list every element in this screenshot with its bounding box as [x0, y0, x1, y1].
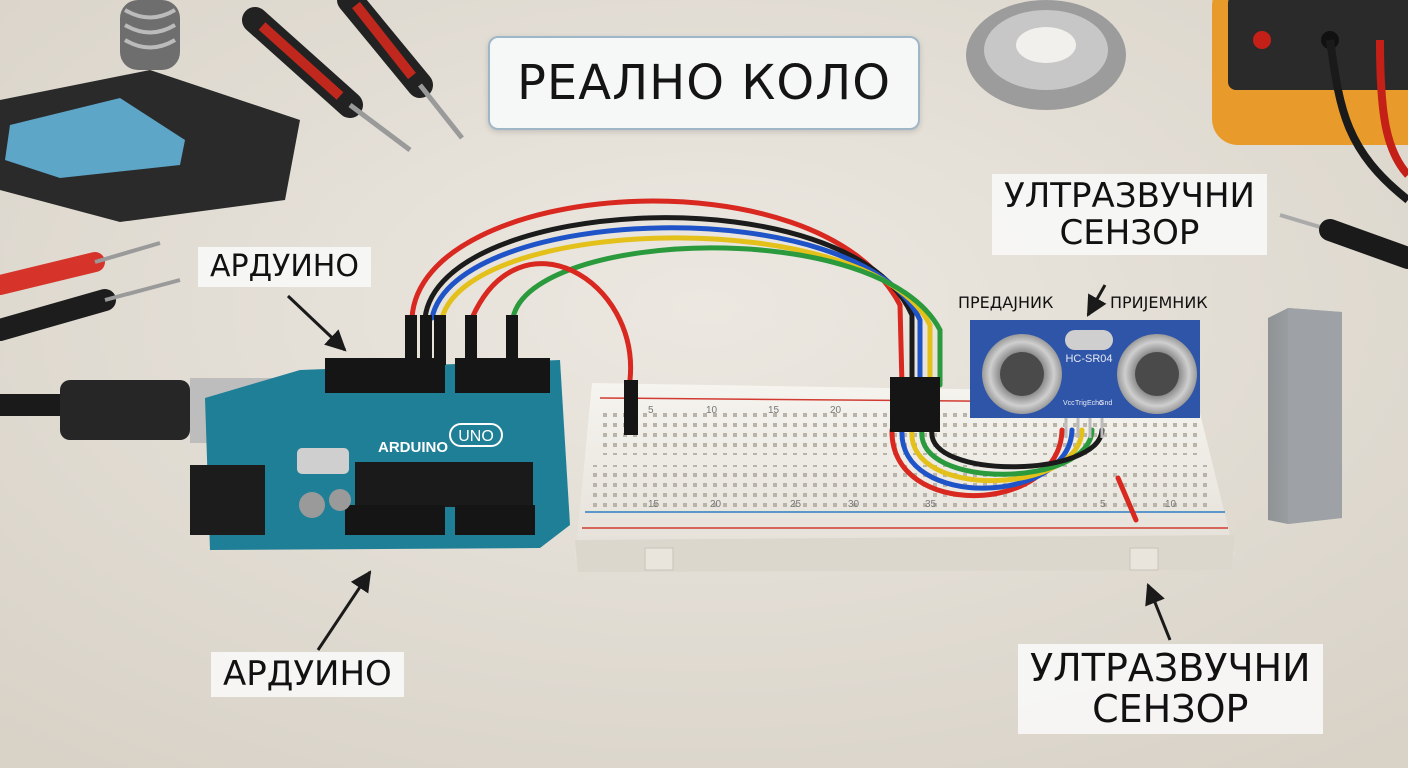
- sensor-label-bottom-line2: СЕНЗОР: [1092, 687, 1249, 732]
- obstacle-block: [1268, 308, 1342, 524]
- bb-bottom-number: 30: [848, 499, 860, 510]
- bb-top-number: 10: [706, 405, 718, 416]
- bb-bottom-number: 5: [1100, 499, 1106, 510]
- sensor-model-text: HC-SR04: [1065, 353, 1112, 365]
- sensor-label-top: УЛТРАЗВУЧНИ СЕНЗОР: [992, 174, 1267, 256]
- bb-bottom-number: 25: [790, 499, 802, 510]
- title-box: РЕАЛНО КОЛО: [488, 36, 920, 130]
- bb-bottom-number: 10: [1165, 499, 1177, 510]
- transmitter-label: ПРЕДАЈНИК: [958, 294, 1053, 311]
- sensor-pin-label: Echo: [1087, 400, 1103, 407]
- transmitter-label-text: ПРЕДАЈНИК: [958, 293, 1054, 312]
- board-model-text: UNO: [458, 428, 494, 445]
- jumper-wires: [409, 198, 1139, 523]
- solder-spool: [966, 0, 1126, 110]
- screwdriver-2: [337, 0, 464, 140]
- bb-bottom-number: 15: [648, 499, 660, 510]
- receiver-label: ПРИЈЕМНИК: [1110, 294, 1208, 311]
- bb-bottom-number: 35: [925, 499, 937, 510]
- arduino-label-bottom: АРДУИНО: [211, 652, 404, 697]
- arduino-label-top-text: АРДУИНО: [210, 249, 359, 284]
- annotation-arrows: [286, 284, 1172, 651]
- arduino-board: ARDUINO UNO: [190, 358, 570, 550]
- sensor-pin-label: Trig: [1075, 400, 1087, 407]
- sensor-label-bottom: УЛТРАЗВУЧНИ СЕНЗОР: [1018, 644, 1323, 735]
- sensor-label-top-line2: СЕНЗОР: [1059, 212, 1200, 253]
- arduino-label-bottom-text: АРДУИНО: [223, 654, 392, 694]
- sensor-pin-label: Vcc: [1063, 400, 1075, 407]
- multimeter: [1212, 0, 1408, 204]
- wire-connectors: [405, 315, 940, 435]
- screwdriver-left-black: [0, 278, 181, 341]
- page-title: РЕАЛНО КОЛО: [516, 55, 892, 111]
- screwdriver-left-red: [0, 241, 161, 295]
- probe-right: [1279, 213, 1408, 269]
- bb-top-number: 20: [830, 405, 842, 416]
- bb-bottom-number: 20: [710, 499, 722, 510]
- board-logo-text: ARDUINO: [378, 439, 448, 456]
- arduino-label-top: АРДУИНО: [198, 247, 371, 288]
- bb-top-number: 15: [768, 405, 780, 416]
- sensor-label-bottom-line1: УЛТРАЗВУЧНИ: [1030, 646, 1311, 690]
- bb-top-number: 5: [648, 405, 654, 416]
- receiver-label-text: ПРИЈЕМНИК: [1110, 293, 1208, 312]
- ultrasonic-sensor: HC-SR04 Vcc Trig Echo Gnd: [970, 320, 1200, 438]
- screwdriver-1: [242, 7, 412, 152]
- soldering-stand: [0, 0, 300, 222]
- sensor-pin-label: Gnd: [1099, 400, 1112, 407]
- sensor-label-top-line1: УЛТРАЗВУЧНИ: [1004, 176, 1255, 216]
